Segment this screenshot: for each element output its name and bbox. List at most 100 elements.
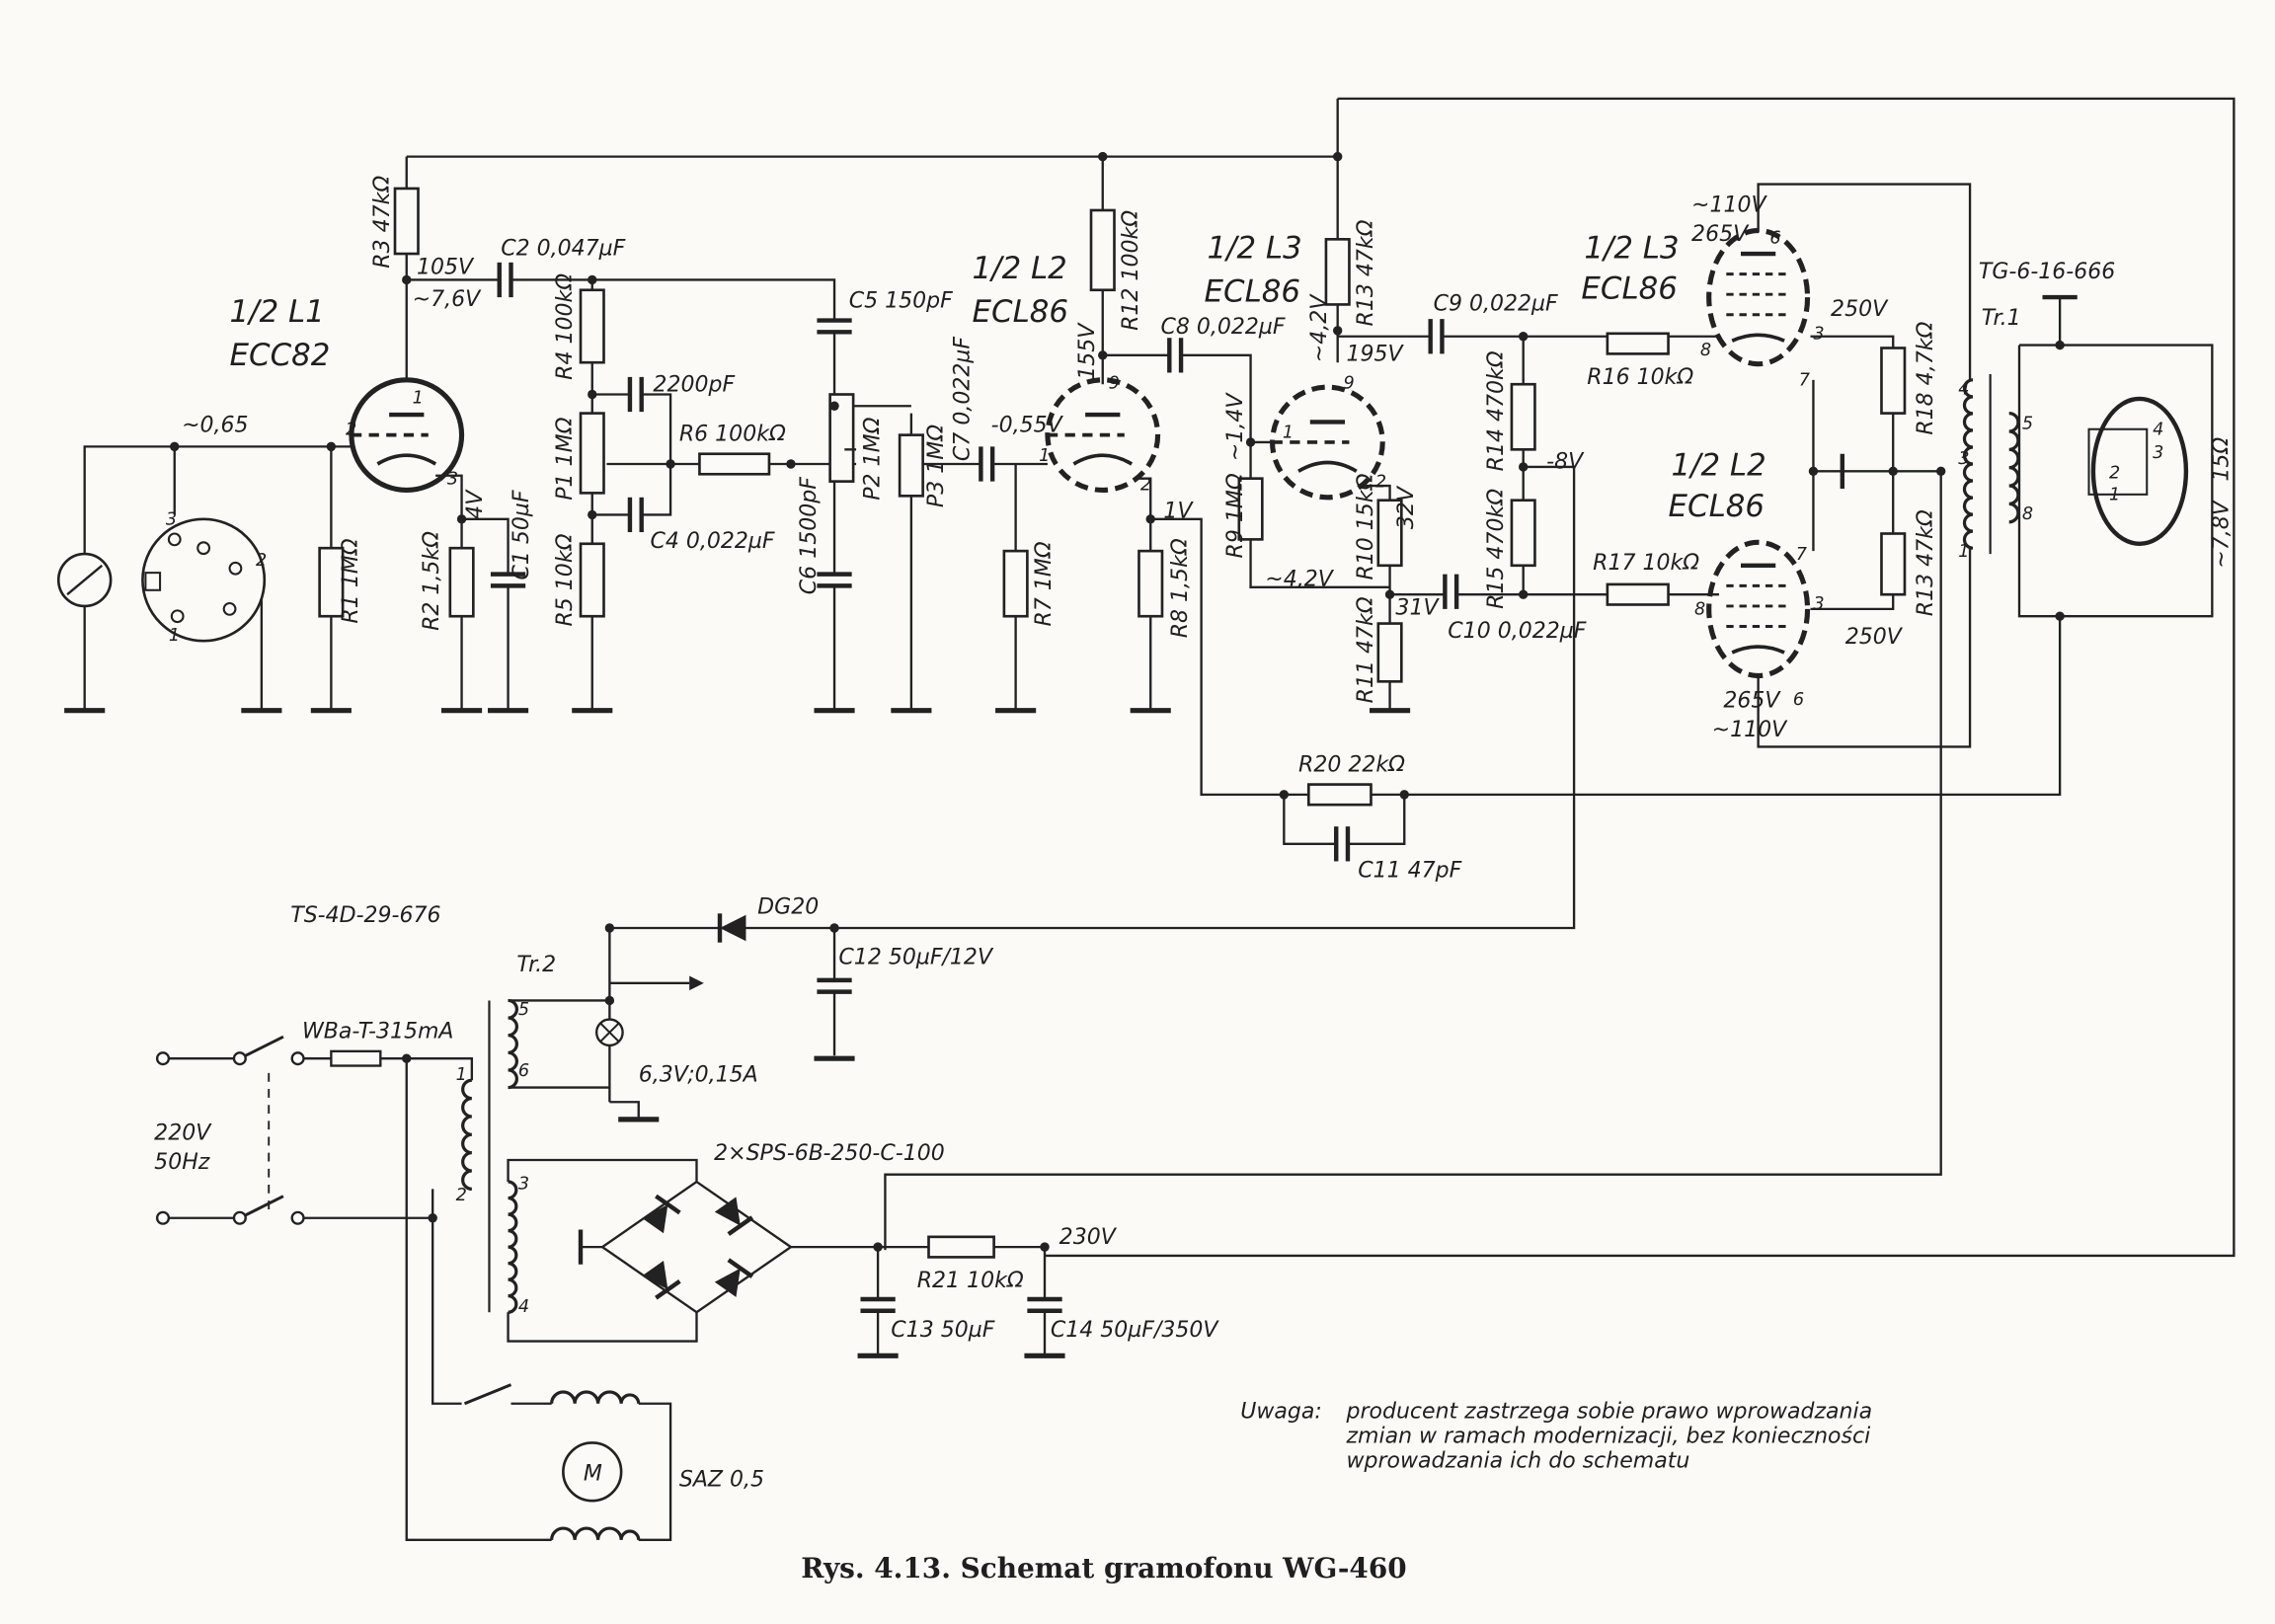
- junction-dot: [1098, 350, 1108, 360]
- wire: [1757, 548, 1972, 748]
- voltage-0-65: ~0,65: [182, 414, 248, 438]
- mains-frequency: 50Hz: [154, 1150, 210, 1175]
- voltage-195: 195V: [1347, 343, 1405, 367]
- junction-dot: [1384, 589, 1395, 599]
- pin-label: 8: [1700, 341, 1711, 360]
- resistor: [579, 542, 605, 618]
- junction-dot: [588, 509, 597, 520]
- junction-dot: [456, 514, 467, 524]
- pickup-needle: [66, 564, 104, 596]
- voltage-0-55: -0,55V: [991, 414, 1064, 438]
- pin-label: 1: [2109, 486, 2120, 505]
- tube-l3-power-name: 1/2 L3: [1584, 230, 1679, 266]
- label-r10: R10 15kΩ: [1354, 473, 1378, 580]
- label-c4: C4 0,022µF: [651, 529, 775, 554]
- voltage-32: 32V: [1394, 485, 1419, 529]
- junction-dot: [604, 923, 615, 933]
- voltage-1-4: ~1,4V: [1223, 392, 1248, 461]
- label-r21: R21 10kΩ: [917, 1269, 1024, 1293]
- junction-dot: [170, 441, 180, 452]
- capacitor-labels: C2 0,047µF C5 150pF 2200pF C4 0,022µF C1…: [501, 237, 1587, 1344]
- label-c7: C7 0,022µF: [951, 337, 976, 461]
- label-r2: R2 1,5kΩ: [420, 531, 444, 631]
- label-c3: 2200pF: [653, 373, 735, 398]
- junction-dot: [1279, 790, 1290, 800]
- voltage-4: 4V: [463, 489, 488, 519]
- resistor: [1138, 549, 1164, 618]
- components: [56, 151, 2189, 1540]
- voltage-110-bottom: ~110V: [1712, 718, 1788, 742]
- voltage-230: 230V: [1059, 1225, 1118, 1250]
- resistor-labels: R3 47kΩ R1 1MΩ R2 1,5kΩ R4 100kΩ P1 1MΩ …: [339, 176, 1938, 1294]
- junction-dot: [829, 401, 839, 411]
- tube-l3-power-type: ECL86: [1581, 271, 1677, 307]
- diode: [642, 1194, 681, 1234]
- wire: [507, 1312, 698, 1343]
- tube-l2-name: 1/2 L2: [973, 251, 1067, 286]
- label-r7: R7 1MΩ: [1032, 541, 1057, 626]
- resistor: [1376, 499, 1403, 568]
- pin-label: 2: [1375, 473, 1386, 493]
- tube-l2-power-name: 1/2 L2: [1672, 448, 1766, 484]
- wire: [884, 471, 1942, 1251]
- diode-triangle: [714, 1197, 741, 1226]
- pin-label: 6: [1793, 690, 1804, 710]
- label-r3: R3 47kΩ: [370, 176, 395, 269]
- mains-switch: [239, 1035, 284, 1060]
- pin-label: 1: [1039, 446, 1050, 466]
- label-r20: R20 22kΩ: [1298, 752, 1405, 777]
- socket-pin: [167, 532, 182, 547]
- fuse-label: WBa-T-315mA: [302, 1020, 453, 1044]
- wire: [638, 1402, 672, 1541]
- figure-caption: Rys. 4.13. Schemat gramofonu WG-460: [801, 1552, 1406, 1585]
- label-p1: P1 1MΩ: [553, 417, 578, 500]
- wire: [83, 445, 352, 555]
- pin-label: 9: [1109, 374, 1120, 394]
- junction-dot: [1518, 462, 1529, 472]
- motor-switch: [463, 1383, 512, 1406]
- resistor: [1306, 783, 1373, 807]
- label-r13: R13 47kΩ: [1354, 219, 1378, 326]
- socket-pin-label: 3: [166, 510, 177, 530]
- mains-switch: [239, 1195, 284, 1220]
- tube-l1-type: ECC82: [230, 338, 331, 373]
- tr2-type: TS-4D-29-676: [290, 903, 440, 928]
- voltage-labels: 105V ~7,6V ~0,65 4V -0,55V 155V 1V ~1,4V…: [182, 193, 2234, 1250]
- tr2-pin: 5: [518, 1000, 529, 1020]
- junction-dot: [1332, 326, 1343, 336]
- tube-cathode: [1731, 333, 1785, 343]
- label-r19: R13 47kΩ: [1914, 509, 1938, 616]
- junction-dot: [829, 923, 839, 933]
- junction-dot: [1935, 466, 1946, 477]
- resistor: [1606, 582, 1670, 606]
- tube-labels: 1/2 L1 ECC82 1/2 L2 ECL86 1/2 L3 ECL86 1…: [230, 230, 1766, 523]
- terminal: [290, 1210, 305, 1225]
- resistor: [1606, 332, 1670, 355]
- resistor: [828, 393, 855, 483]
- diode-triangle: [714, 1268, 741, 1297]
- label-r11: R11 47kΩ: [1354, 596, 1378, 703]
- tr2-pin: 2: [456, 1186, 467, 1205]
- junction-dot: [1145, 514, 1155, 524]
- junction-dot: [428, 1213, 437, 1223]
- terminal: [232, 1210, 247, 1225]
- resistor: [1880, 532, 1907, 596]
- socket-pin: [222, 601, 237, 616]
- junction-dot: [402, 274, 412, 285]
- label-r14: R14 470kΩ: [1484, 350, 1509, 471]
- voltage-105: 105V: [417, 256, 475, 280]
- label-r8: R8 1,5kΩ: [1168, 538, 1193, 638]
- tube-pin-labels: 1 2 3 9 1 2 9 1 2 6 8 3 7 7 8 3 6 4 3 2 …: [166, 229, 2163, 710]
- diode-triangle: [642, 1203, 668, 1234]
- junction-dot: [1098, 151, 1108, 162]
- pin-label: 7: [1796, 545, 1808, 565]
- diode-bar: [655, 1279, 681, 1300]
- arrow-head: [689, 975, 704, 991]
- tube-cathode: [1731, 645, 1785, 655]
- voltage-minus-8: -8V: [1546, 449, 1585, 474]
- label-c6: C6 1500pF: [797, 477, 822, 594]
- label-r12: R12 100kΩ: [1119, 210, 1143, 331]
- wire: [1150, 517, 2062, 797]
- wire: [297, 1057, 474, 1081]
- pin-label: 3: [1813, 594, 1824, 614]
